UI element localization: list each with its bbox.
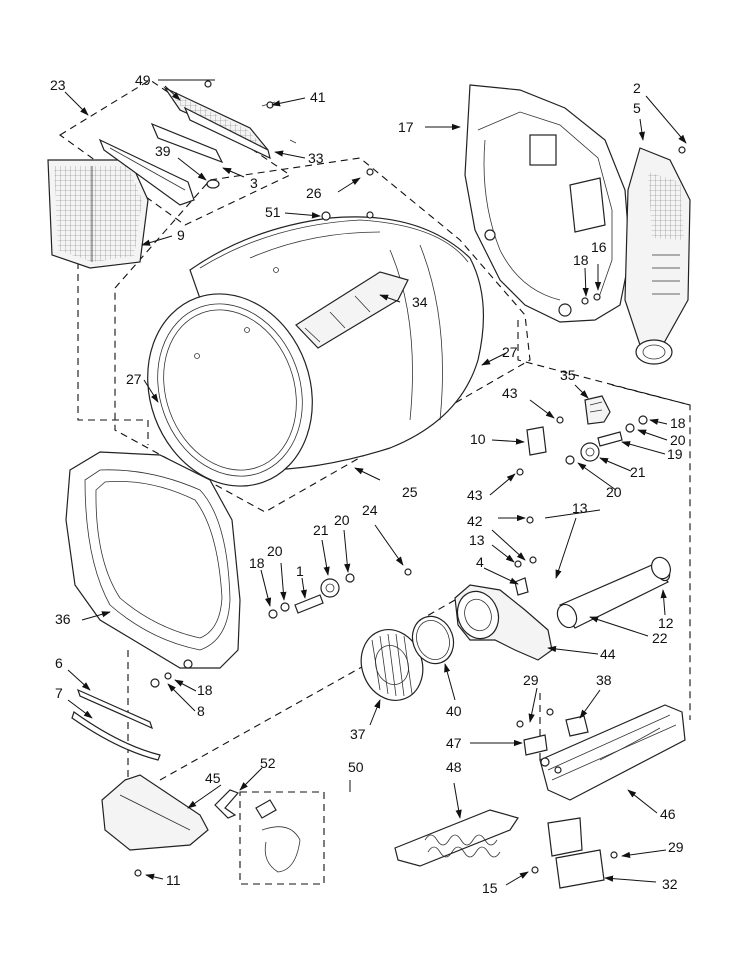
callout-27-left: 27 [126,371,142,387]
callout-36: 36 [55,611,71,627]
callout-26: 26 [306,185,322,201]
callout-3: 3 [250,175,258,191]
callout-52: 52 [260,755,276,771]
callout-37: 37 [350,726,366,742]
callout-34: 34 [412,294,428,310]
front-glides [71,688,161,761]
callout-18-front: 18 [249,555,265,571]
lint-duct-parts [98,80,297,206]
callout-49: 49 [135,72,151,88]
callout-42: 42 [467,513,483,529]
lint-screen [47,159,149,269]
callout-12: 12 [658,615,674,631]
front-roller-parts [268,568,412,619]
callout-22: 22 [652,630,668,646]
leader-lines [64,79,687,886]
rear-bulkhead [464,84,631,323]
callout-38: 38 [596,672,612,688]
callout-44: 44 [600,646,616,662]
callout-18-rear: 18 [573,252,589,268]
front-lint-duct [101,774,209,877]
callout-20-right-bottom: 20 [606,484,622,500]
callout-8: 8 [197,703,205,719]
callout-25: 25 [402,484,418,500]
callout-20-front-left: 20 [267,543,283,559]
callout-23: 23 [50,77,66,93]
heater-bracket [531,817,618,889]
callout-4: 4 [476,554,484,570]
callout-18-front-bottom: 18 [197,682,213,698]
callout-13-top: 13 [572,500,588,516]
callout-48: 48 [446,759,462,775]
callout-17: 17 [398,119,414,135]
callout-7: 7 [55,685,63,701]
blower-housing [454,516,553,661]
callout-24: 24 [362,502,378,518]
callout-21-front: 21 [313,522,329,538]
callout-39: 39 [155,143,171,159]
callout-40: 40 [446,703,462,719]
callout-11: 11 [166,872,181,888]
callout-13-left: 13 [469,532,485,548]
callout-21-right: 21 [630,464,646,480]
callout-29-top: 29 [523,672,539,688]
front-bulkhead [65,451,241,688]
callout-6: 6 [55,655,63,671]
callout-1: 1 [296,563,304,579]
callout-2: 2 [633,80,641,96]
callout-15: 15 [482,880,498,896]
wire-harness-kit [255,799,301,873]
callout-9: 9 [177,227,185,243]
callout-41: 41 [310,89,326,105]
lint-housing-grille [163,86,271,160]
callout-16: 16 [591,239,607,255]
thermostats [516,708,589,756]
callout-18-right: 18 [670,415,686,431]
callout-20-front-right: 20 [334,512,350,528]
callout-50: 50 [348,759,364,775]
heater-housing [539,704,686,801]
callout-10: 10 [470,431,486,447]
callout-35: 35 [560,367,576,383]
duct-clip [214,789,240,819]
blower-wheel [360,629,424,701]
callout-19: 19 [667,446,683,462]
callout-45: 45 [205,770,221,786]
dryer-drum [147,168,485,487]
callout-46: 46 [660,806,676,822]
heating-element [394,809,519,867]
exhaust-duct [556,556,671,629]
callout-33: 33 [308,150,324,166]
callout-20-right-top: 20 [670,432,686,448]
callout-labels: 49 41 23 33 39 3 9 26 51 17 2 5 18 16 34… [50,72,686,896]
callout-47: 47 [446,735,462,751]
callout-51: 51 [265,204,281,220]
callout-43-top: 43 [502,385,518,401]
callout-32: 32 [662,876,678,892]
callout-5: 5 [633,100,641,116]
callout-27-right: 27 [502,344,518,360]
blower-seal [411,615,455,665]
rear-roller-parts [516,395,648,476]
callout-29-bottom: 29 [668,839,684,855]
callout-43-bottom: 43 [467,487,483,503]
rear-duct-cover [624,146,691,365]
